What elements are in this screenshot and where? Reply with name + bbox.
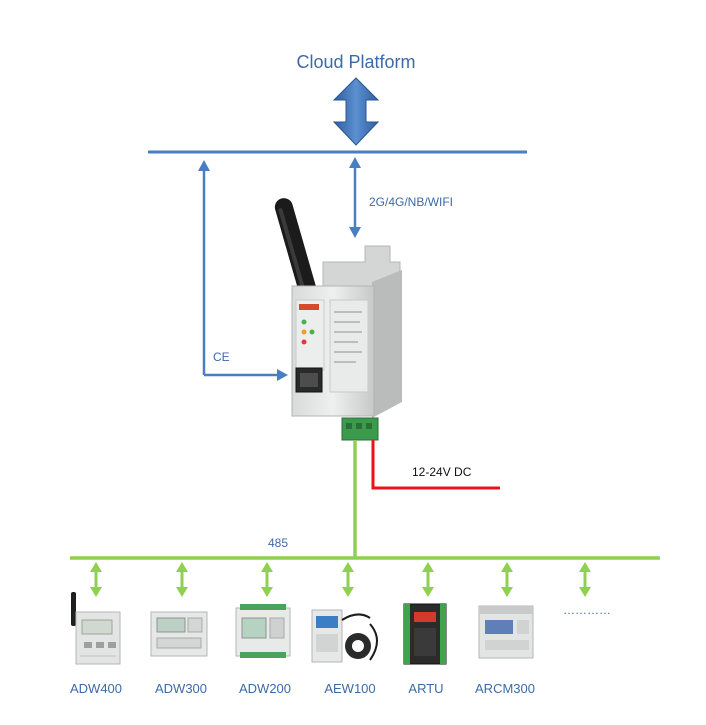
device-label-adw400: ADW400 [70, 681, 122, 696]
drop-arrow-4 [342, 562, 354, 597]
device-label-adw200: ADW200 [239, 681, 291, 696]
ce-arrow-up-icon [198, 160, 210, 171]
residual-current-monitor-icon [478, 605, 534, 659]
drop-arrow-6 [501, 562, 513, 597]
gateway-device-icon [274, 198, 402, 441]
bus-label: 485 [268, 536, 288, 550]
drop-arrow-7 [579, 562, 591, 597]
cloud-double-arrow-icon [332, 77, 380, 146]
drop-arrow-1 [90, 562, 102, 597]
ce-label: CE [213, 350, 230, 364]
device-label-adw300: ADW300 [155, 681, 207, 696]
device-label-arcm300: ARCM300 [475, 681, 535, 696]
ce-arrow-right-icon [277, 369, 288, 381]
drop-arrow-2 [176, 562, 188, 597]
rtu-module-icon [403, 603, 447, 665]
wireless-arrow-down-icon [349, 227, 361, 238]
energy-meter-icon [150, 611, 208, 657]
drop-arrow-5 [422, 562, 434, 597]
wireless-label: 2G/4G/NB/WIFI [369, 195, 453, 209]
energy-meter-icon [235, 604, 291, 658]
device-label-artu: ARTU [408, 681, 443, 696]
wireless-meter-icon [71, 592, 121, 665]
power-line [371, 440, 500, 490]
drop-arrow-3 [261, 562, 273, 597]
device-label-aew100: AEW100 [324, 681, 375, 696]
more-devices-ellipsis: ………… [563, 603, 611, 617]
wireless-arrow-up-icon [349, 157, 361, 168]
ct-meter-icon [311, 609, 378, 663]
power-label: 12-24V DC [412, 465, 472, 479]
cloud-platform-title: Cloud Platform [296, 52, 415, 72]
